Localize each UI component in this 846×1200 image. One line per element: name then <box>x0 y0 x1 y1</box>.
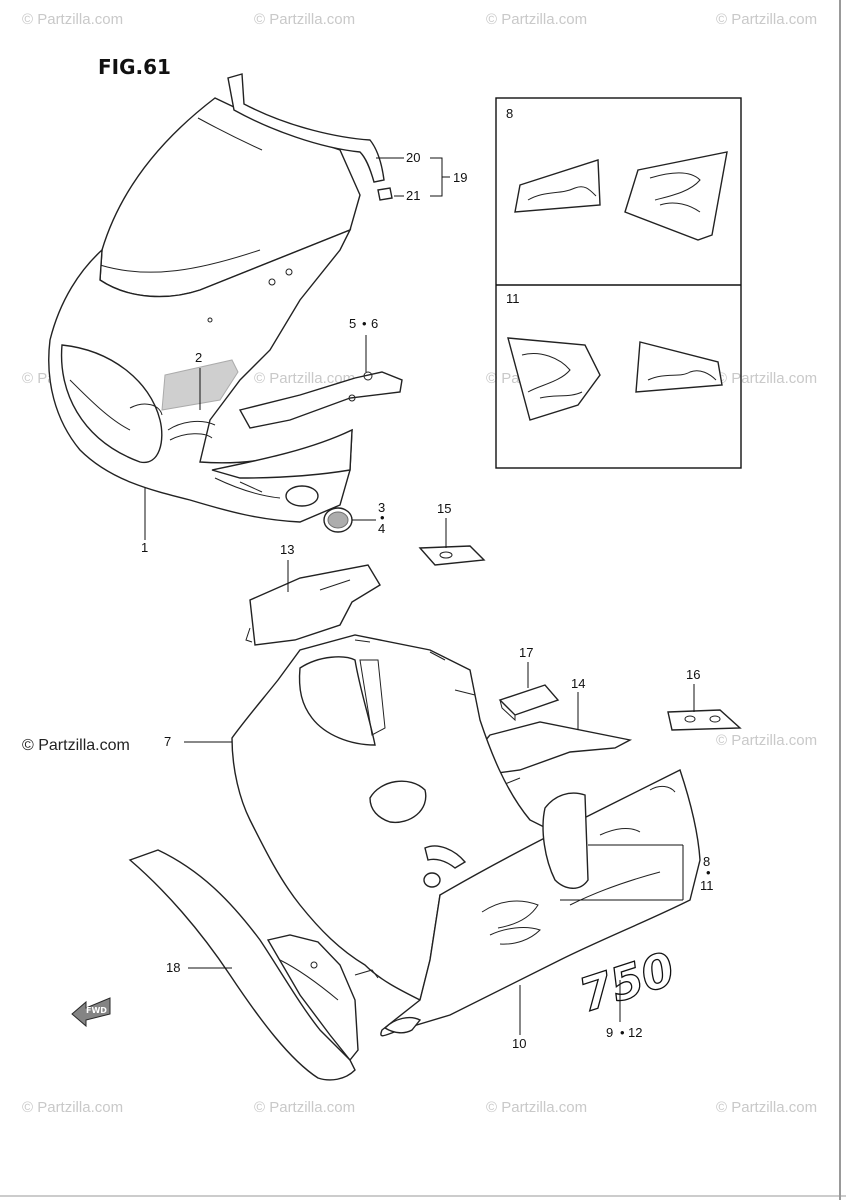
watermark: © Partzilla.com <box>22 11 123 28</box>
watermark: © Partzilla.com <box>254 11 355 28</box>
callout-13: 13 <box>280 542 294 557</box>
watermark: © Partzilla.com <box>254 370 355 387</box>
callout-15: 15 <box>437 501 451 516</box>
inset-label-bottom: 11 <box>506 291 520 306</box>
forward-arrow-label: FWD <box>86 1006 107 1015</box>
callout-18: 18 <box>166 960 180 975</box>
watermark: © Partzilla.com <box>486 1099 587 1116</box>
callout-16: 16 <box>686 667 700 682</box>
callout-5: 5 <box>349 316 356 331</box>
decal-right-8 <box>624 151 728 241</box>
callout-3: 3 <box>378 500 385 515</box>
callout-dot: • <box>380 510 385 525</box>
watermark: © Partzilla.com <box>254 1099 355 1116</box>
under-cowl <box>128 849 356 1081</box>
decal-left-8 <box>514 159 601 213</box>
figure-title: FIG.61 <box>98 55 171 79</box>
callout-12: 12 <box>628 1025 642 1040</box>
inner-cover-13 <box>249 564 381 646</box>
watermark: © Partzilla.com <box>486 11 587 28</box>
watermark: © Partzilla.com <box>716 1099 817 1116</box>
forward-arrow-icon: FWD <box>71 997 111 1028</box>
watermark: © Partzilla.com <box>716 732 817 749</box>
watermark: © Partzilla.com <box>716 370 817 387</box>
callout-10: 10 <box>512 1036 526 1051</box>
cowl-side-piece <box>211 428 353 479</box>
decal-inset-box: 8 11 <box>495 97 742 469</box>
callout-21: 21 <box>406 188 420 203</box>
callout-4: 4 <box>378 521 385 536</box>
callout-dot: • <box>706 865 711 880</box>
watermark: © Partzilla.com <box>22 737 130 754</box>
pad-17 <box>498 684 560 716</box>
bracket-16 <box>667 709 742 731</box>
callout-9: 9 <box>606 1025 613 1040</box>
watermark: © Partzilla.com <box>22 1099 123 1116</box>
decal-right-11 <box>635 341 723 393</box>
callouts: 1 2 3 • 4 5 • 6 7 8 • 11 9 • 12 10 13 14… <box>141 150 714 1051</box>
callout-14: 14 <box>571 676 585 691</box>
windscreen-trim <box>227 73 385 183</box>
callout-2: 2 <box>195 350 202 365</box>
callout-dot: • <box>620 1025 625 1040</box>
inner-panel <box>238 371 403 429</box>
leader-lines <box>144 157 695 1035</box>
callout-11: 11 <box>700 878 714 893</box>
callout-dot: • <box>362 316 367 331</box>
grommet <box>377 187 393 201</box>
decal-left-11 <box>507 337 601 421</box>
callout-20: 20 <box>406 150 420 165</box>
callout-6: 6 <box>371 316 378 331</box>
callout-7: 7 <box>164 734 171 749</box>
emblem <box>323 507 353 533</box>
callout-8: 8 <box>703 854 710 869</box>
callout-1: 1 <box>141 540 148 555</box>
inset-label-top: 8 <box>506 106 513 121</box>
callout-17: 17 <box>519 645 533 660</box>
watermark: © Partzilla.com <box>716 11 817 28</box>
callout-19: 19 <box>453 170 467 185</box>
